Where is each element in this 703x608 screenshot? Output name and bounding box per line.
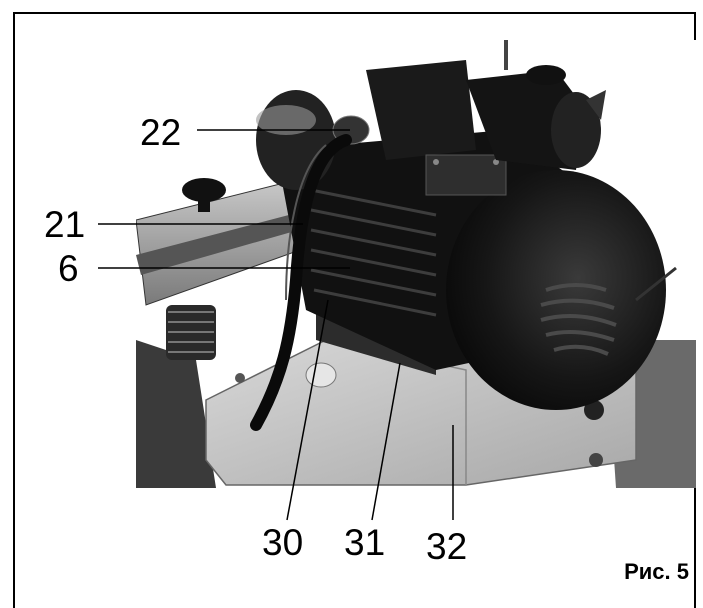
callout-6: 6 (58, 248, 79, 289)
callout-22: 22 (140, 112, 182, 153)
callout-32: 32 (426, 526, 468, 567)
figure-caption: Рис. 5 (624, 559, 689, 584)
machine-photo (136, 40, 696, 488)
callout-30: 30 (262, 522, 304, 563)
callout-21: 21 (44, 204, 86, 245)
callout-31: 31 (344, 522, 386, 563)
